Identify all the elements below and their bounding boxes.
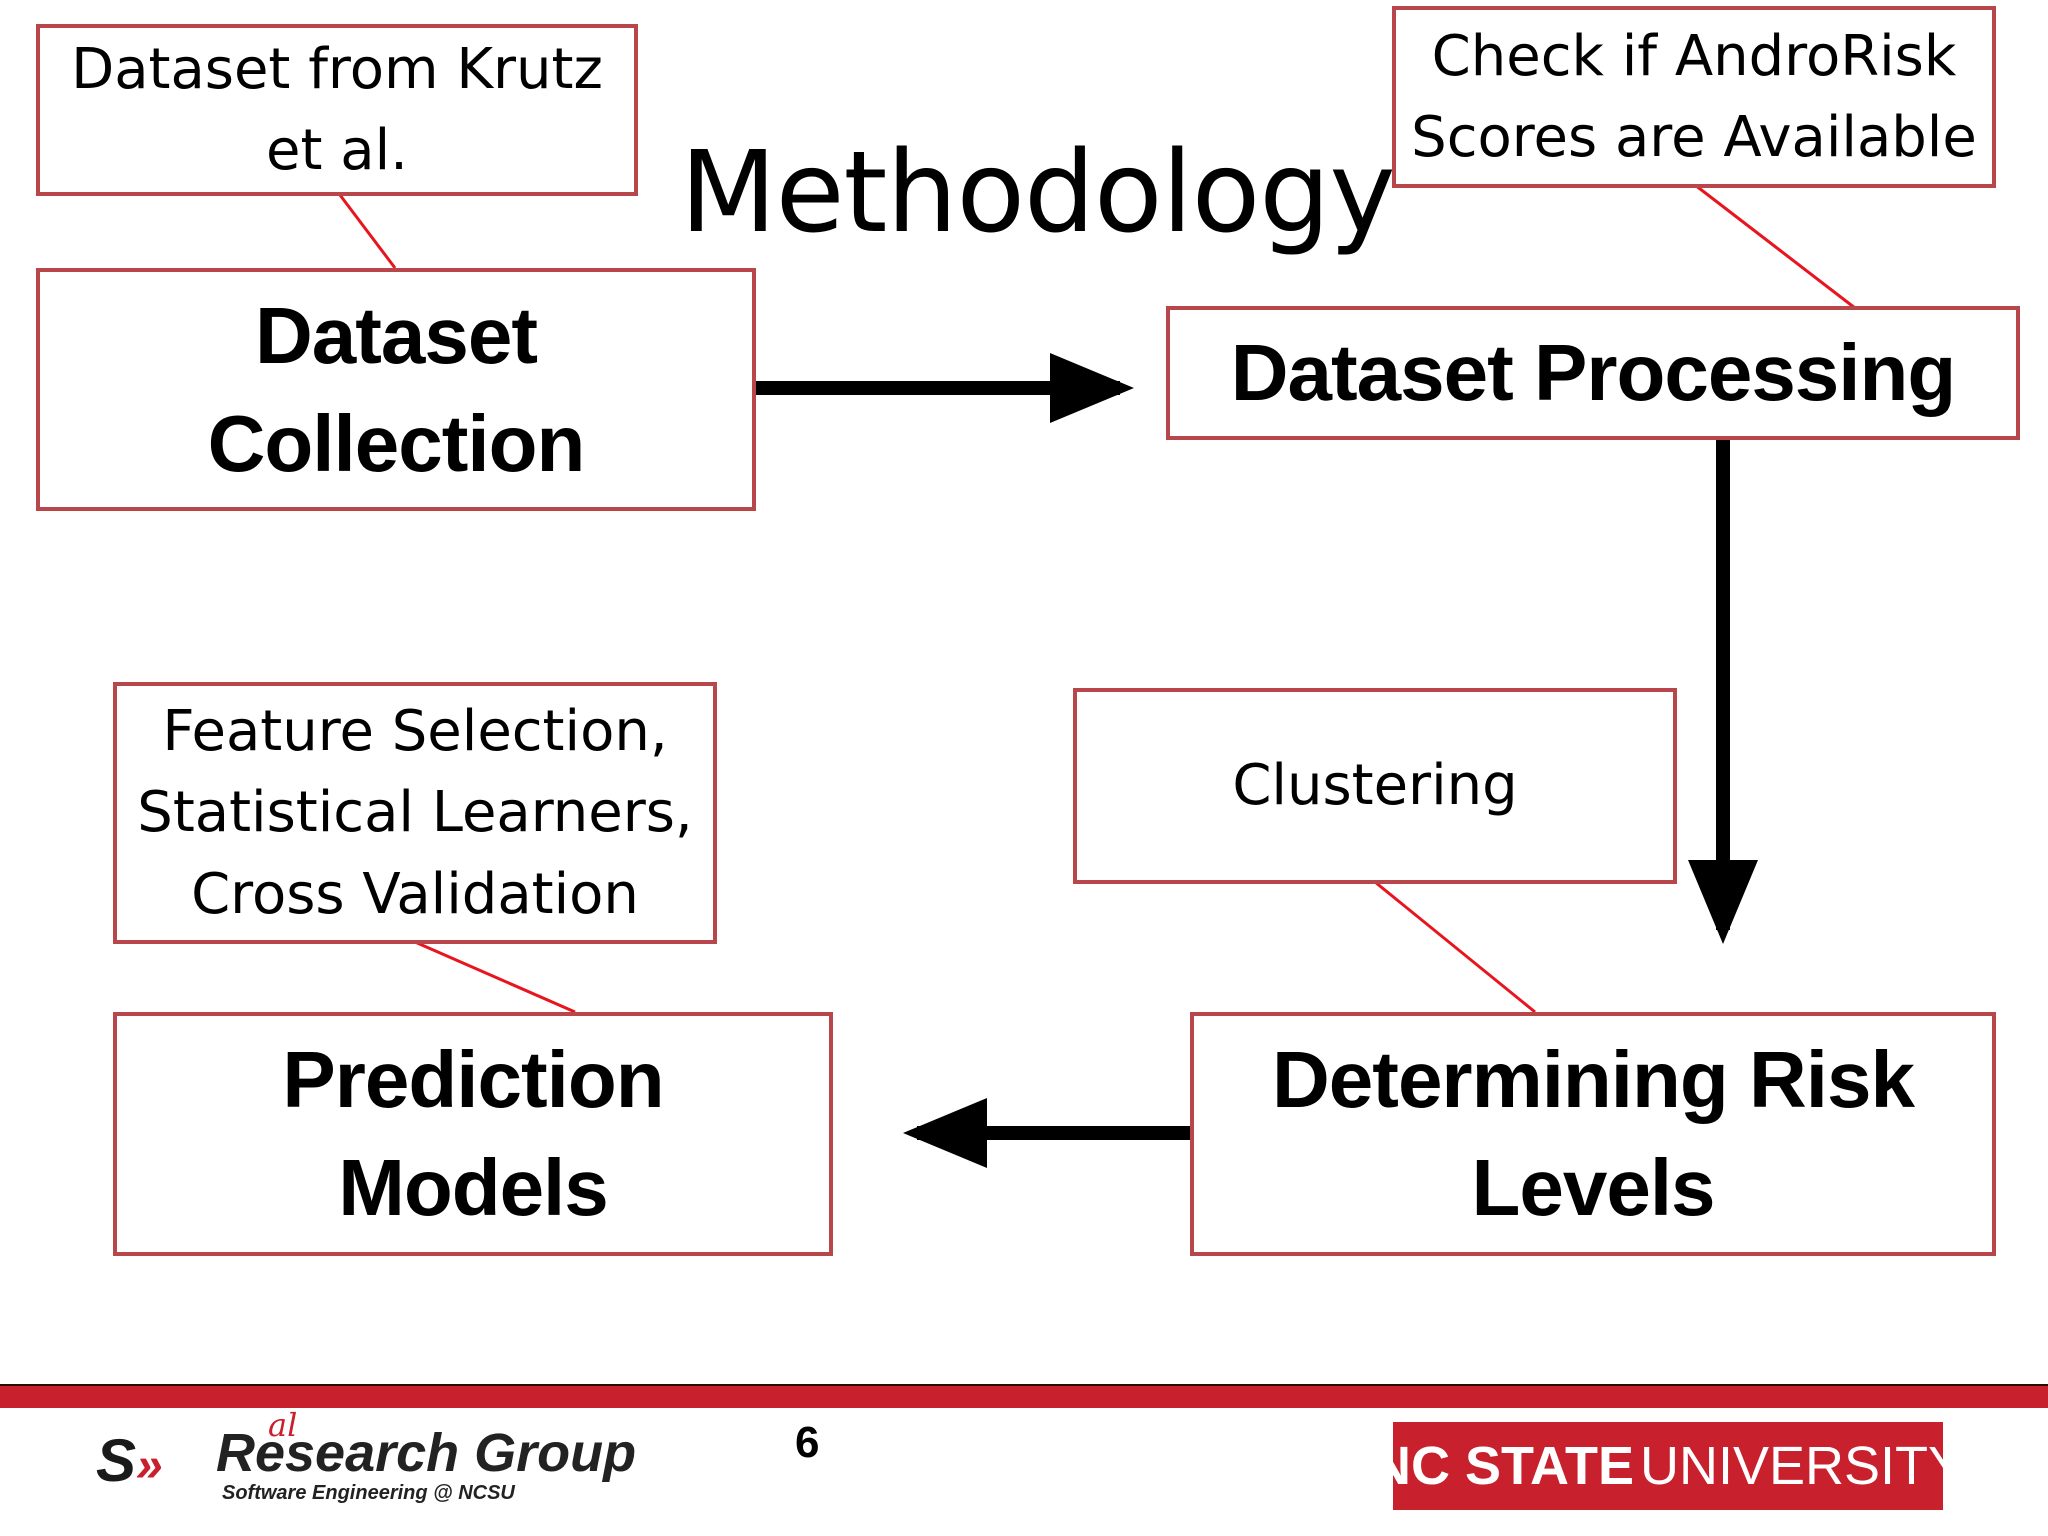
note-feature-selection: Feature Selection, Statistical Learners,… <box>113 682 717 944</box>
note-androrisk-text: Check if AndroRisk Scores are Available <box>1411 23 1977 170</box>
stage-risk-label: Determining Risk Levels <box>1272 1035 1915 1232</box>
stage-prediction-models: Prediction Models <box>113 1012 833 1256</box>
logo-nc-state: NC STATE <box>1371 1436 1634 1496</box>
stage-dataset-processing: Dataset Processing <box>1166 306 2020 440</box>
nc-state-logo: NC STATE UNIVERSITY <box>1372 1422 1964 1510</box>
logo-group-subtitle: Software Engineering @ NCSU <box>222 1482 515 1504</box>
se-logo-mark-icon: S» <box>96 1427 163 1494</box>
research-group-logo: S» al Research Group Software Engineerin… <box>96 1406 637 1508</box>
connector-features-to-prediction <box>414 940 576 1014</box>
note-clustering: Clustering <box>1073 688 1677 884</box>
stage-processing-label: Dataset Processing <box>1230 328 1957 417</box>
stage-determining-risk-levels: Determining Risk Levels <box>1190 1012 1996 1256</box>
page-number: 6 <box>795 1418 820 1467</box>
logo-group-name: Research Group <box>216 1423 637 1483</box>
stage-dataset-collection: Dataset Collection <box>36 268 756 511</box>
footer-bar <box>0 1384 2048 1408</box>
logo-university: UNIVERSITY <box>1639 1436 1965 1496</box>
stage-collection-label: Dataset Collection <box>207 290 586 488</box>
logo-superscript: al <box>268 1406 298 1444</box>
note-krutz-dataset: Dataset from Krutz et al. <box>36 24 638 196</box>
connector-clustering-to-risk <box>1374 880 1536 1014</box>
slide-title: Methodology <box>680 128 1396 258</box>
note-krutz-text: Dataset from Krutz et al. <box>71 36 603 183</box>
note-features-text: Feature Selection, Statistical Learners,… <box>137 699 693 927</box>
stage-prediction-label: Prediction Models <box>282 1035 664 1232</box>
note-androrisk-check: Check if AndroRisk Scores are Available <box>1392 6 1996 188</box>
connector-krutz-to-collection <box>338 194 397 269</box>
note-clustering-text: Clustering <box>1232 753 1518 819</box>
connector-androrisk-to-processing <box>1694 183 1856 310</box>
